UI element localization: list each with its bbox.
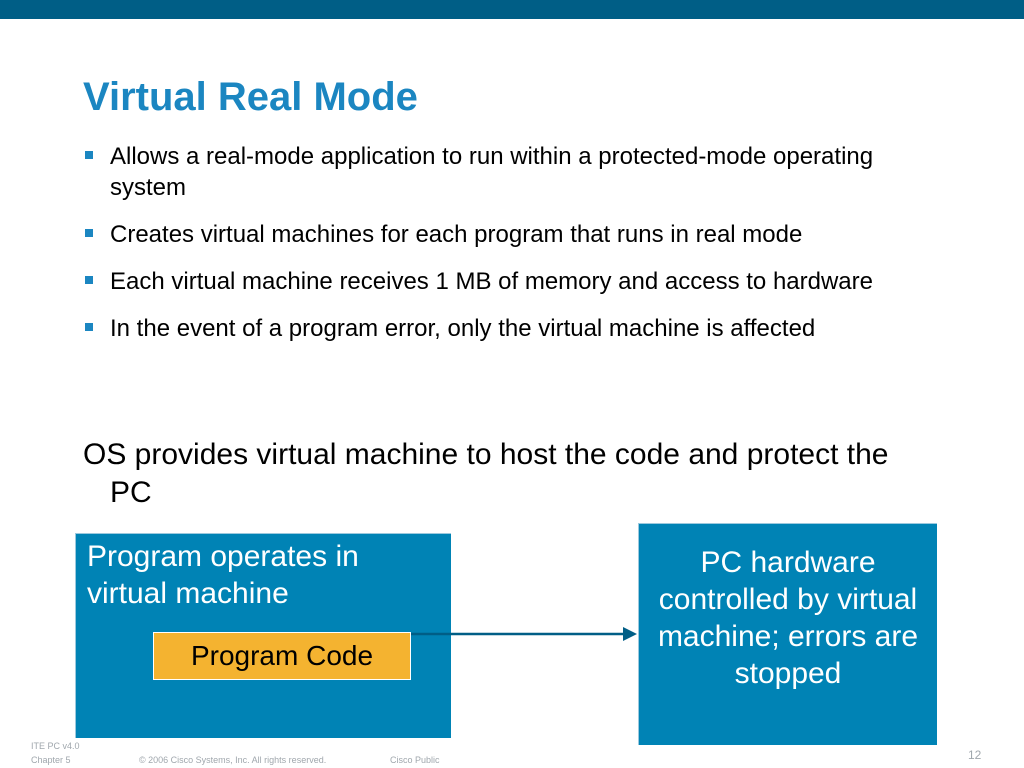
slide-title: Virtual Real Mode: [83, 75, 418, 119]
main-statement: OS provides virtual machine to host the …: [83, 438, 889, 509]
footer-copyright: © 2006 Cisco Systems, Inc. All rights re…: [139, 755, 327, 765]
page-number: 12: [968, 748, 982, 762]
bullet-item: In the event of a program error, only th…: [83, 313, 953, 344]
bullet-list: Allows a real-mode application to run wi…: [83, 141, 953, 360]
bullet-item: Creates virtual machines for each progra…: [83, 219, 953, 250]
pc-hardware-box: PC hardware controlled by virtual machin…: [638, 523, 937, 745]
virtual-machine-box: Program operates in virtual machine Prog…: [75, 533, 451, 738]
bullet-text: Each virtual machine receives 1 MB of me…: [110, 268, 873, 295]
right-arrow-icon: [411, 627, 637, 641]
virtual-machine-label: Program operates in virtual machine: [87, 540, 359, 610]
bullet-item: Allows a real-mode application to run wi…: [83, 141, 953, 203]
square-bullet-icon: [85, 323, 93, 331]
bullet-item: Each virtual machine receives 1 MB of me…: [83, 266, 953, 297]
pc-hardware-label: PC hardware controlled by virtual machin…: [657, 546, 919, 690]
square-bullet-icon: [85, 229, 93, 237]
square-bullet-icon: [85, 151, 93, 159]
program-code-box: Program Code: [153, 632, 411, 680]
top-banner: [0, 0, 1024, 19]
bullet-text: In the event of a program error, only th…: [110, 315, 816, 342]
square-bullet-icon: [85, 276, 93, 284]
footer-course: ITE PC v4.0: [31, 741, 80, 751]
bullet-text: Creates virtual machines for each progra…: [110, 221, 803, 248]
footer-chapter: Chapter 5: [31, 755, 71, 765]
bullet-text: Allows a real-mode application to run wi…: [110, 143, 874, 201]
footer-classification: Cisco Public: [390, 755, 440, 765]
